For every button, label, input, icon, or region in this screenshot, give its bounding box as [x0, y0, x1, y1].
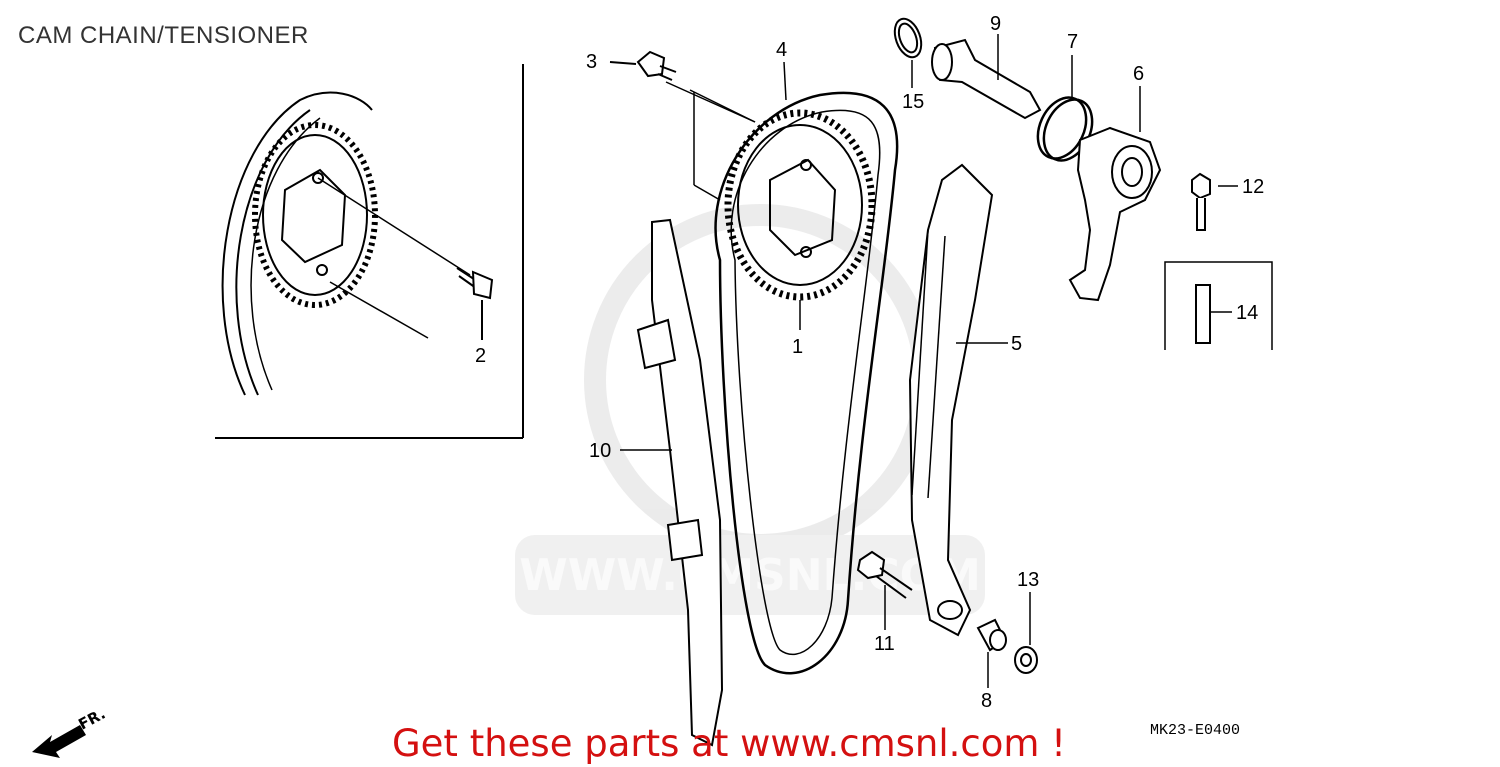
bolt-11: [856, 550, 913, 630]
bolt-2: [456, 267, 494, 340]
front-direction-arrow: FR.: [32, 705, 108, 758]
chain-guide-10: [620, 218, 724, 747]
callout-8: 8: [981, 690, 992, 712]
washer-13: [1014, 592, 1038, 674]
bolt-3: [609, 50, 756, 201]
callout-7: 7: [1067, 31, 1078, 53]
callout-15: 15: [902, 91, 924, 113]
callout-2: 2: [475, 345, 486, 367]
callout-3: 3: [586, 51, 597, 73]
callout-11: 11: [874, 633, 895, 655]
dowel-pin-14: [1164, 261, 1273, 350]
inset-cam-sprocket: [221, 91, 471, 396]
tensioner-slider-5: [908, 163, 1008, 637]
callout-1: 1: [792, 336, 803, 358]
pivot-shaft-9: [931, 34, 1042, 120]
callout-4: 4: [776, 39, 787, 61]
callout-5: 5: [1011, 333, 1022, 355]
cam-sprocket-1: [724, 109, 876, 330]
diagram-code: MK23-E0400: [1150, 722, 1240, 739]
tensioner-arm-6: [1068, 86, 1162, 302]
inset-frame: [215, 64, 524, 439]
watermark-text: WWW.CMSNL.COM: [519, 550, 981, 601]
diagram-title: CAM CHAIN/TENSIONER: [18, 22, 309, 49]
callout-6: 6: [1133, 63, 1144, 85]
bolt-12: [1191, 172, 1238, 231]
callout-10: 10: [589, 440, 611, 462]
callout-12: 12: [1242, 176, 1264, 198]
callout-9: 9: [990, 13, 1001, 35]
cam-chain: [714, 91, 899, 675]
collar-8: [976, 618, 1007, 688]
o-ring-15: [893, 17, 923, 88]
callout-14: 14: [1236, 302, 1258, 324]
spring-7: [1036, 55, 1094, 162]
callout-13: 13: [1017, 569, 1039, 591]
promo-link[interactable]: Get these parts at www.cmsnl.com !: [392, 722, 1067, 765]
